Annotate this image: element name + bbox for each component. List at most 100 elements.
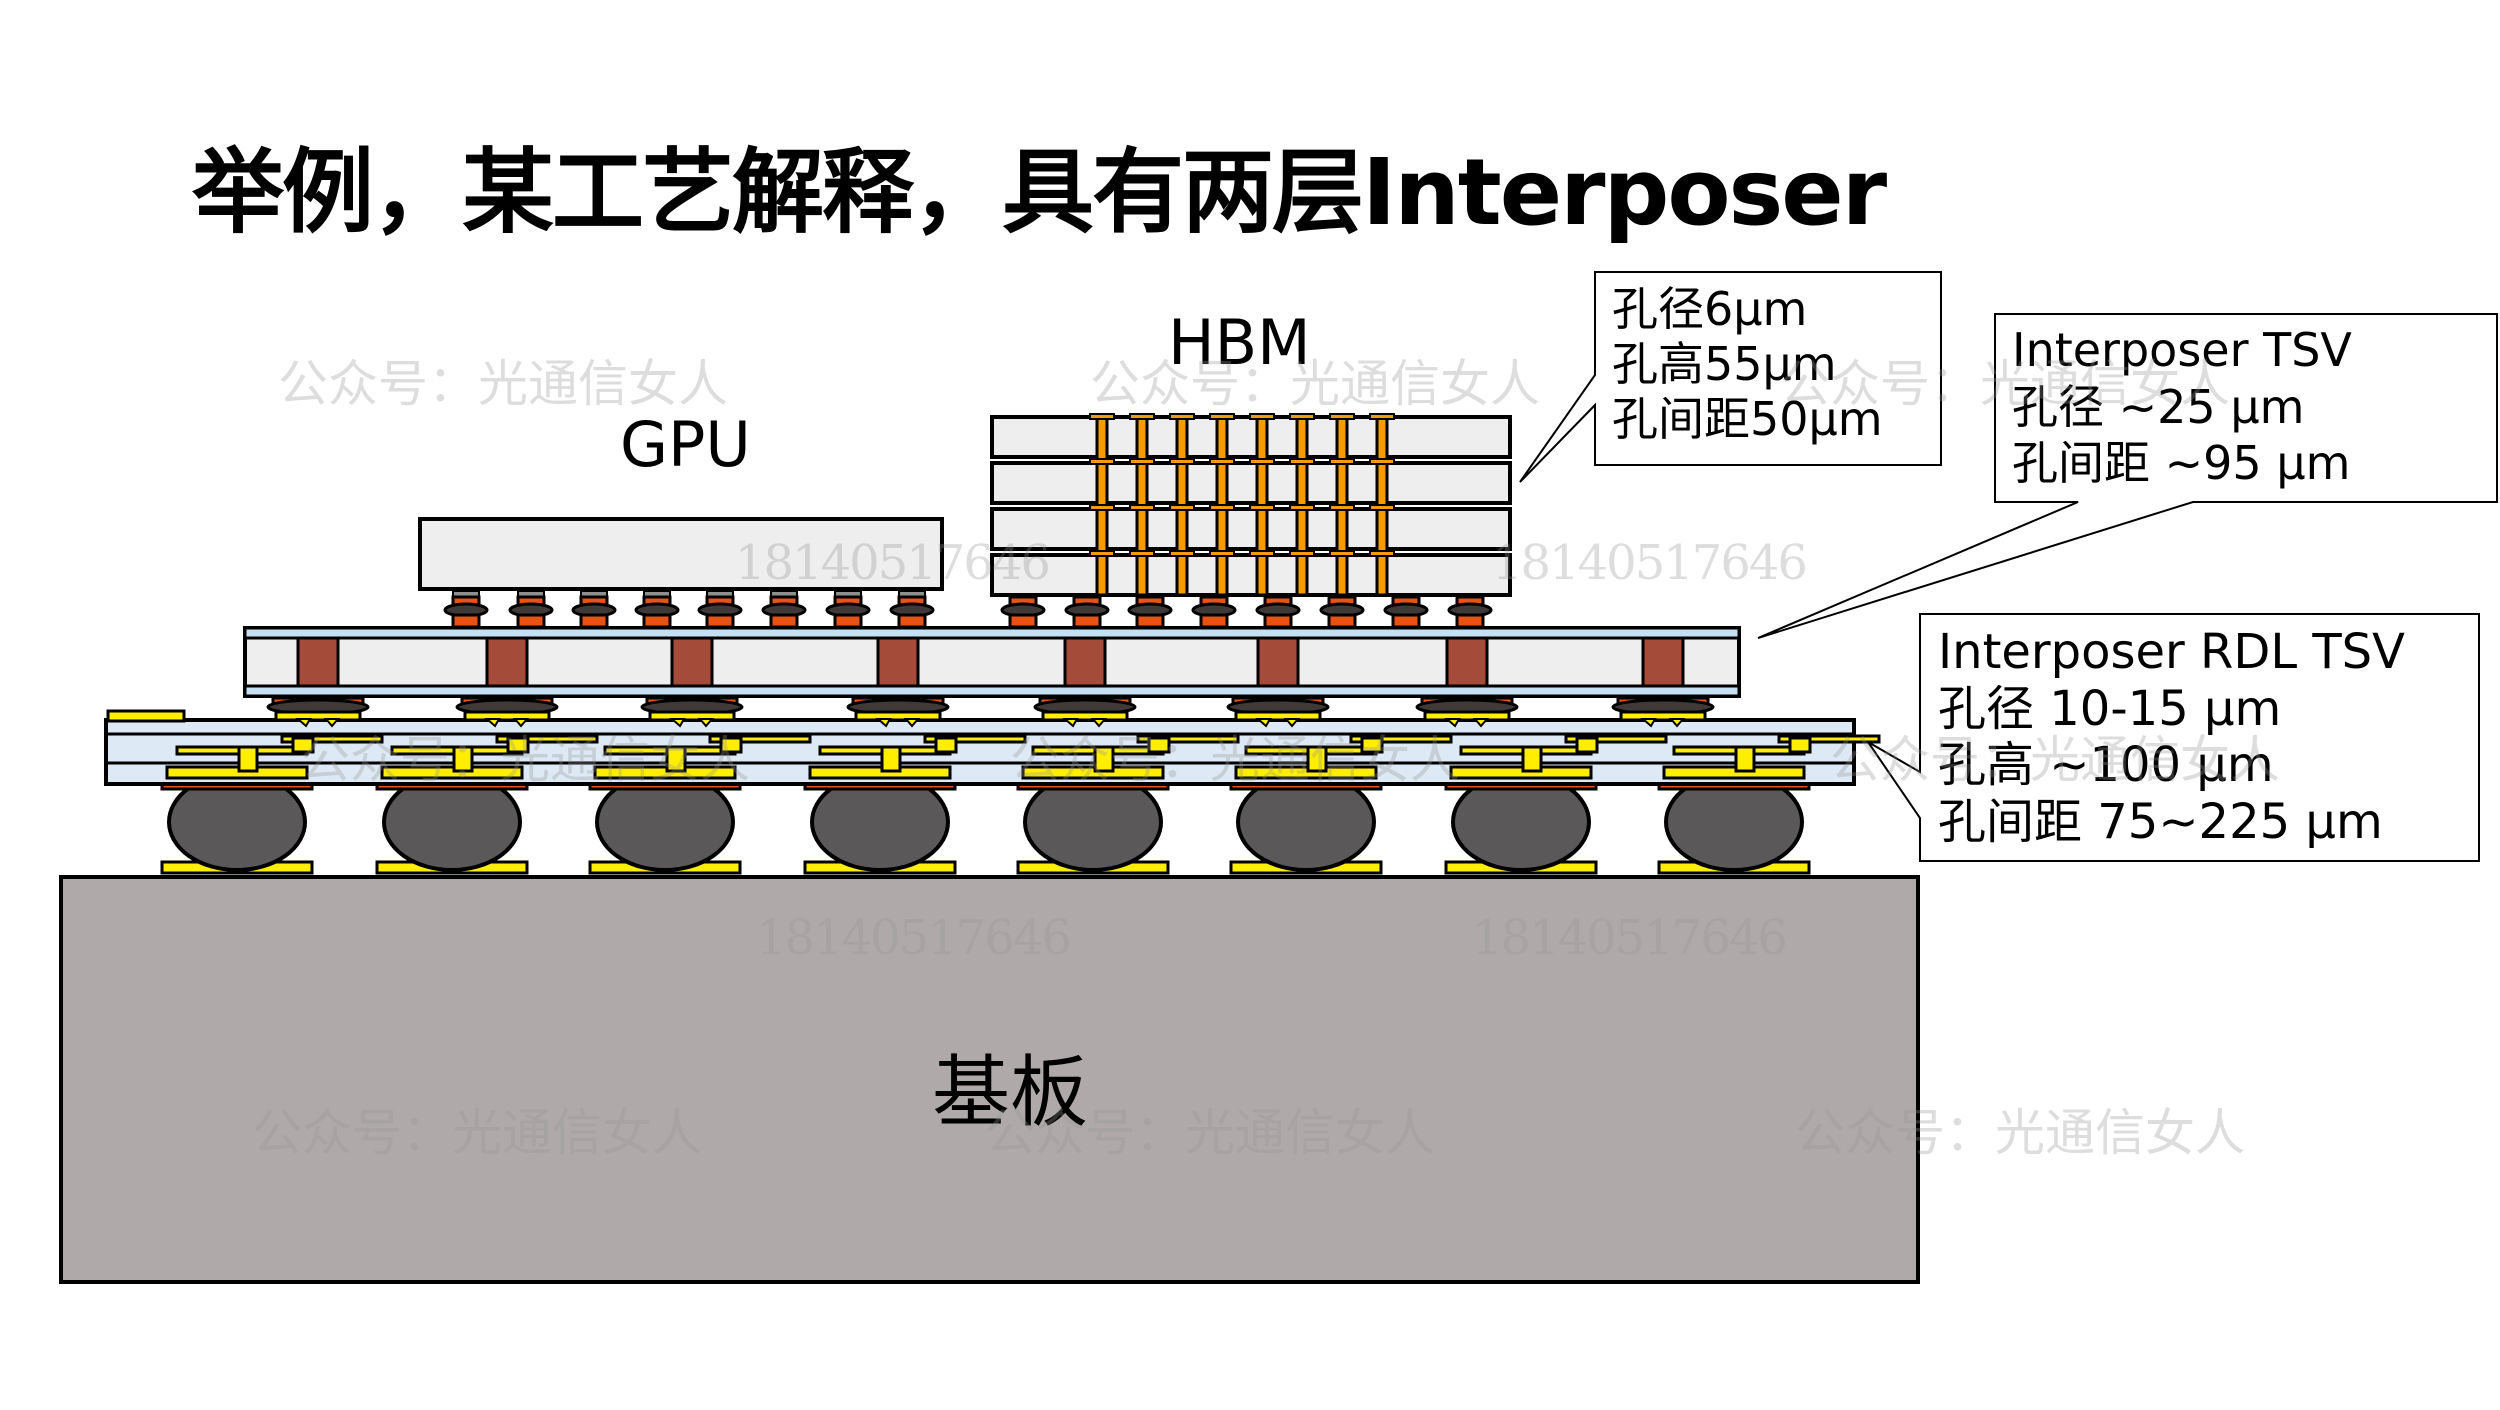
hbm-tsv-pad [1129, 458, 1155, 465]
hbm-tsv-pad [1289, 550, 1315, 557]
micro-via [1090, 718, 1108, 728]
hbm-die [990, 415, 1512, 459]
hbm-tsv-pad [1129, 550, 1155, 557]
hbm-label: HBM [1168, 306, 1311, 379]
rdl-via-lower [237, 745, 259, 773]
rdl-trace-bottom [808, 765, 952, 780]
hbm-tsv-pad [1329, 504, 1355, 511]
lower-bump-pad [648, 710, 736, 722]
hbm-tsv-pad [1209, 458, 1235, 465]
rdl-via-lower [1734, 745, 1756, 773]
hbm-tsv-pad [1169, 458, 1195, 465]
hbm-tsv-pad [1209, 413, 1235, 420]
hbm-tsv-pad [1089, 458, 1115, 465]
hbm-tsv-pad [1129, 413, 1155, 420]
rdl-trace-bottom [1021, 765, 1165, 780]
rdl-via-lower [1306, 745, 1328, 773]
rdl-trace-top [1564, 734, 1668, 744]
micro-via [875, 718, 892, 728]
rdl-trace-bottom [1449, 765, 1593, 780]
hbm-tsv-pad [1329, 413, 1355, 420]
hbm-pillar [1135, 613, 1165, 629]
lower-bump-pad [463, 710, 551, 722]
lower-interposer [104, 709, 1881, 786]
hbm-die [990, 507, 1512, 551]
micro-via [903, 718, 921, 728]
hbm-die [990, 553, 1512, 597]
gpu-pillar [705, 613, 735, 629]
hbm-tsv-pad [1369, 458, 1395, 465]
rdl-via-upper [1360, 736, 1384, 754]
rdl-trace-top [1349, 734, 1453, 744]
hbm-tsv-pad [1209, 504, 1235, 511]
hbm-die [990, 461, 1512, 505]
hbm-tsv-pad [1249, 504, 1275, 511]
micro-via [1668, 718, 1686, 728]
rdl-via-lower [1521, 745, 1543, 773]
lower-bump-pad [274, 710, 362, 722]
lower-bump-pad [1041, 710, 1129, 722]
rdl-trace-bottom [1662, 765, 1806, 780]
gpu-pillar [451, 613, 481, 629]
hbm-tsv-pad [1289, 413, 1315, 420]
rdl-via-lower [665, 745, 687, 773]
rdl-trace-bottom [1234, 765, 1378, 780]
callout-line: 孔间距 75~225 μm [1938, 793, 2383, 850]
rdl-via-upper [506, 736, 530, 754]
hbm-tsv-pad [1289, 458, 1315, 465]
lower-bump-pad [854, 710, 942, 722]
rdl-via-lower [880, 745, 902, 773]
hbm-pillar [1327, 613, 1357, 629]
interposer-tsv [1445, 636, 1489, 688]
micro-via [1640, 718, 1657, 728]
callout-box-hbm-tsv [1519, 271, 1942, 483]
callout-interposer-rdl-tsv: Interposer RDL TSV 孔径 10-15 μm 孔高 ~100 μ… [1938, 624, 2405, 851]
hbm-tsv-pad [1089, 413, 1115, 420]
callout-line: 孔径 10-15 μm [1938, 680, 2282, 737]
callout-line: Interposer RDL TSV [1938, 624, 2405, 680]
rdl-via-upper [1147, 736, 1171, 754]
page-title: 举例，某工艺解释，具有两层Interposer [192, 139, 1887, 246]
micro-via [1255, 718, 1272, 728]
gpu-pillar [897, 613, 927, 629]
rdl-via-lower [1093, 745, 1115, 773]
hbm-tsv-pad [1289, 504, 1315, 511]
gpu-pillar [769, 613, 799, 629]
rdl-trace-top [1777, 734, 1881, 744]
callout-line: 孔高 ~100 μm [1938, 737, 2274, 794]
callout-hbm-tsv: 孔径6μm 孔高55μm 孔间距50μm [1612, 282, 1883, 448]
micro-via [1283, 718, 1301, 728]
rdl-via-upper [1788, 736, 1812, 754]
hbm-tsv-pad [1369, 550, 1395, 557]
interposer-tsv [876, 636, 920, 688]
substrate [59, 875, 1920, 1284]
rdl-via-upper [291, 736, 315, 754]
upper-interposer [243, 626, 1741, 698]
interposer-tsv [296, 636, 340, 688]
hbm-tsv-pad [1169, 413, 1195, 420]
callout-line: 孔径6μm [1612, 282, 1808, 336]
gpu-label: GPU [620, 408, 751, 481]
rdl-trace-top [923, 734, 1027, 744]
rdl-via-upper [1575, 736, 1599, 754]
callout-interposer-tsv: Interposer TSV 孔径 ~25 μm 孔间距 ~95 μm [2012, 322, 2352, 492]
micro-via [484, 718, 501, 728]
hbm-stack [990, 413, 1512, 629]
callout-line: 孔高55μm [1612, 337, 1837, 392]
upper-interposer-bottom-layer [243, 684, 1741, 698]
callout-line: 孔间距50μm [1612, 392, 1883, 447]
micro-via [323, 718, 341, 728]
rdl-trace-bottom [593, 765, 737, 780]
micro-via [1472, 718, 1490, 728]
interposer-tsv [1256, 636, 1300, 688]
hbm-tsv-pad [1369, 504, 1395, 511]
gpu-pillar [833, 613, 863, 629]
interposer-tsv [670, 636, 714, 688]
rdl-via-upper [934, 736, 958, 754]
interposer-bumps [266, 696, 1715, 728]
rdl-trace-bottom [165, 765, 309, 780]
micro-via [697, 718, 715, 728]
rdl-via-lower [452, 745, 474, 773]
